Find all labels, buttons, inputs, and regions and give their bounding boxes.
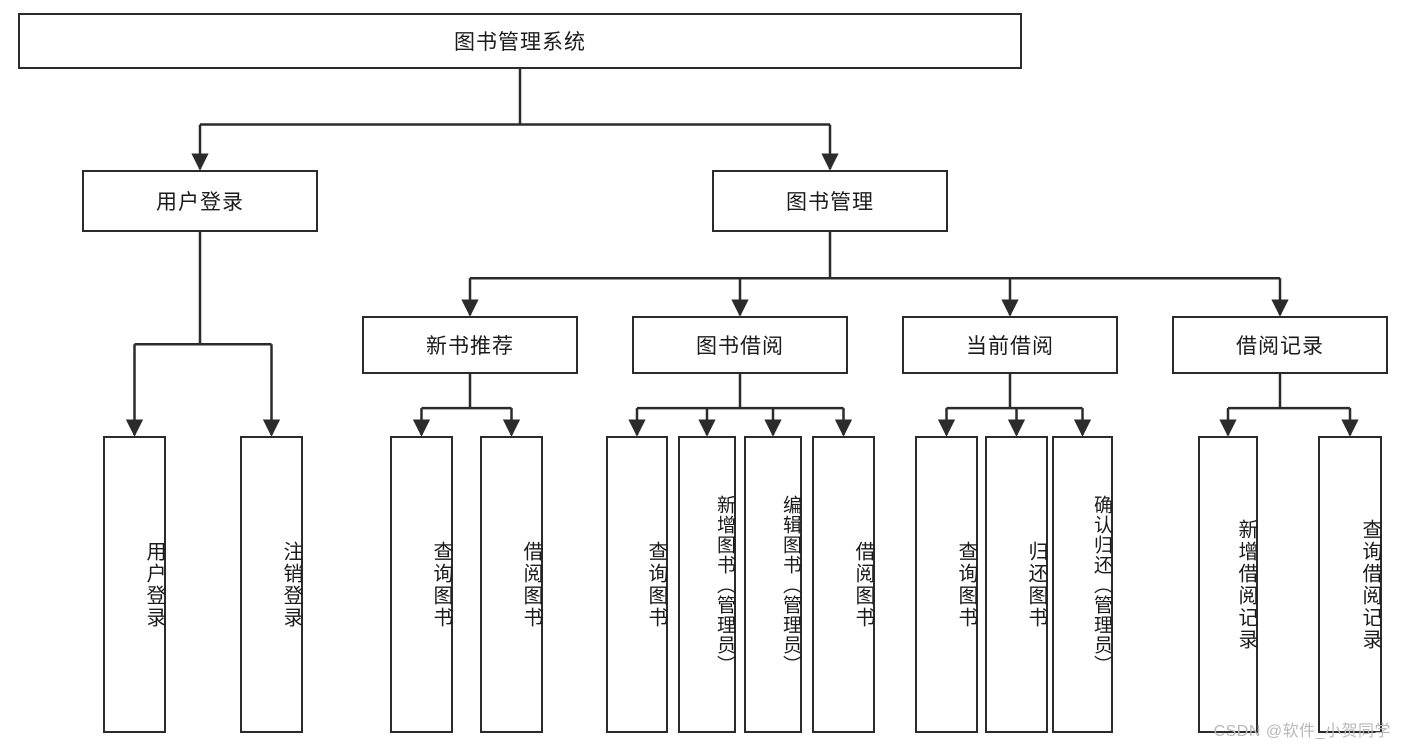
node-leaf-query-book-1[interactable]: 查询图书 xyxy=(390,436,453,733)
watermark-label: CSDN @软件_小贺同学 xyxy=(1213,723,1391,740)
node-label: 查询图书 xyxy=(955,540,977,629)
node-book-borrow[interactable]: 图书借阅 xyxy=(632,316,848,374)
node-label: 编辑图书（管理员） xyxy=(780,494,801,675)
node-label: 图书借阅 xyxy=(696,335,784,358)
node-leaf-confirm-return[interactable]: 确认归还（管理员） xyxy=(1052,436,1113,733)
node-new-book-recommend[interactable]: 新书推荐 xyxy=(362,316,578,374)
node-leaf-edit-book[interactable]: 编辑图书（管理员） xyxy=(744,436,802,733)
node-label: 当前借阅 xyxy=(966,335,1054,358)
node-leaf-add-book[interactable]: 新增图书（管理员） xyxy=(678,436,736,733)
node-label: 确认归还（管理员） xyxy=(1091,494,1112,675)
node-book-manage[interactable]: 图书管理 xyxy=(712,170,948,232)
node-leaf-borrow-book-1[interactable]: 借阅图书 xyxy=(480,436,543,733)
node-leaf-query-record[interactable]: 查询借阅记录 xyxy=(1318,436,1382,733)
node-label: 查询图书 xyxy=(430,540,452,629)
node-label: 借阅图书 xyxy=(520,540,542,629)
node-label: 查询借阅记录 xyxy=(1359,518,1381,651)
node-current-borrow[interactable]: 当前借阅 xyxy=(902,316,1118,374)
node-label: 新书推荐 xyxy=(426,335,514,358)
node-leaf-query-book-2[interactable]: 查询图书 xyxy=(606,436,668,733)
node-label: 借阅记录 xyxy=(1236,335,1324,358)
node-label: 新增借阅记录 xyxy=(1235,518,1257,651)
node-label: 图书管理 xyxy=(786,191,874,214)
node-leaf-logout[interactable]: 注销登录 xyxy=(240,436,303,733)
node-label: 查询图书 xyxy=(645,540,667,629)
node-label: 注销登录 xyxy=(280,540,302,629)
node-label: 归还图书 xyxy=(1025,540,1047,629)
node-borrow-record[interactable]: 借阅记录 xyxy=(1172,316,1388,374)
node-user-login[interactable]: 用户登录 xyxy=(82,170,318,232)
node-leaf-return-book[interactable]: 归还图书 xyxy=(985,436,1048,733)
node-leaf-add-record[interactable]: 新增借阅记录 xyxy=(1198,436,1258,733)
node-label: 图书管理系统 xyxy=(454,31,586,54)
node-leaf-user-login[interactable]: 用户登录 xyxy=(103,436,166,733)
node-leaf-borrow-book-2[interactable]: 借阅图书 xyxy=(812,436,875,733)
node-label: 用户登录 xyxy=(143,540,165,629)
node-label: 用户登录 xyxy=(156,191,244,214)
node-label: 借阅图书 xyxy=(852,540,874,629)
node-label: 新增图书（管理员） xyxy=(714,494,735,675)
node-root[interactable]: 图书管理系统 xyxy=(18,13,1022,69)
node-leaf-query-book-3[interactable]: 查询图书 xyxy=(915,436,978,733)
